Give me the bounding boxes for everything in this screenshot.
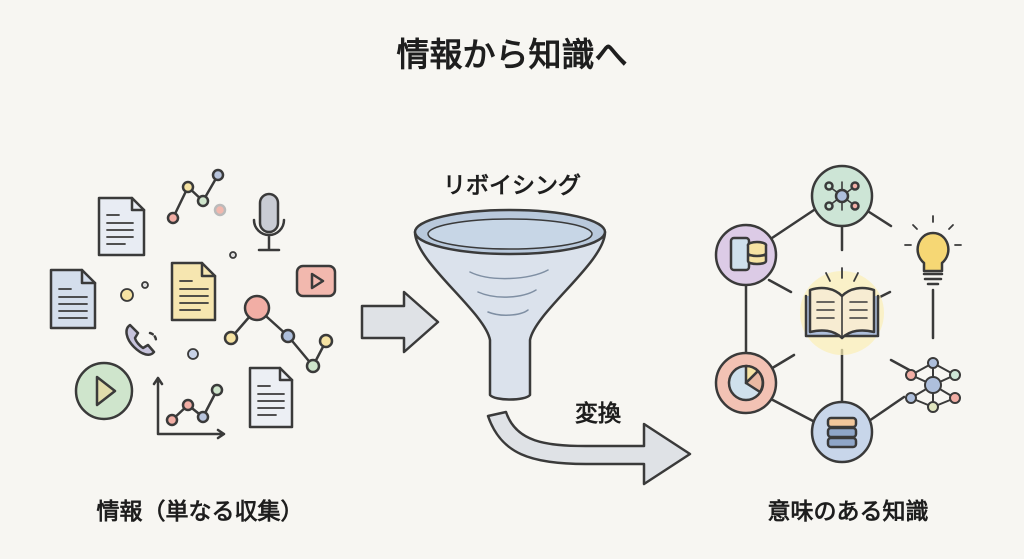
knowledge-network [714, 164, 962, 464]
information-caption: 情報（単なる収集） [96, 499, 304, 525]
book-icon [800, 267, 884, 355]
microphone-icon [252, 192, 286, 252]
document-icon [170, 261, 217, 322]
input-arrow [360, 290, 440, 354]
decorative-dots [120, 251, 237, 360]
document-icon [97, 196, 146, 257]
video-play-icon [295, 264, 337, 298]
document-icon [49, 268, 97, 330]
mobile-database-icon [714, 223, 778, 287]
network-graph-icon [223, 294, 334, 374]
information-cluster [49, 168, 337, 440]
play-circle-icon [74, 361, 134, 421]
lightbulb-icon [904, 215, 962, 286]
node-graph-icon [166, 168, 227, 225]
transform-arrow [486, 410, 692, 486]
funnel-icon [413, 208, 607, 401]
phone-icon [125, 323, 158, 356]
page-title: 情報から知識へ [396, 35, 628, 74]
document-icon [248, 366, 294, 429]
network-node-icon [810, 164, 874, 228]
line-chart-icon [152, 376, 226, 440]
database-icon [810, 400, 874, 464]
pie-chart-icon [714, 351, 778, 415]
molecule-network-icon [905, 357, 961, 413]
knowledge-caption: 意味のある知識 [767, 499, 929, 525]
transform-label: 変換 [575, 401, 621, 427]
funnel-label: リボイシング [443, 173, 581, 199]
